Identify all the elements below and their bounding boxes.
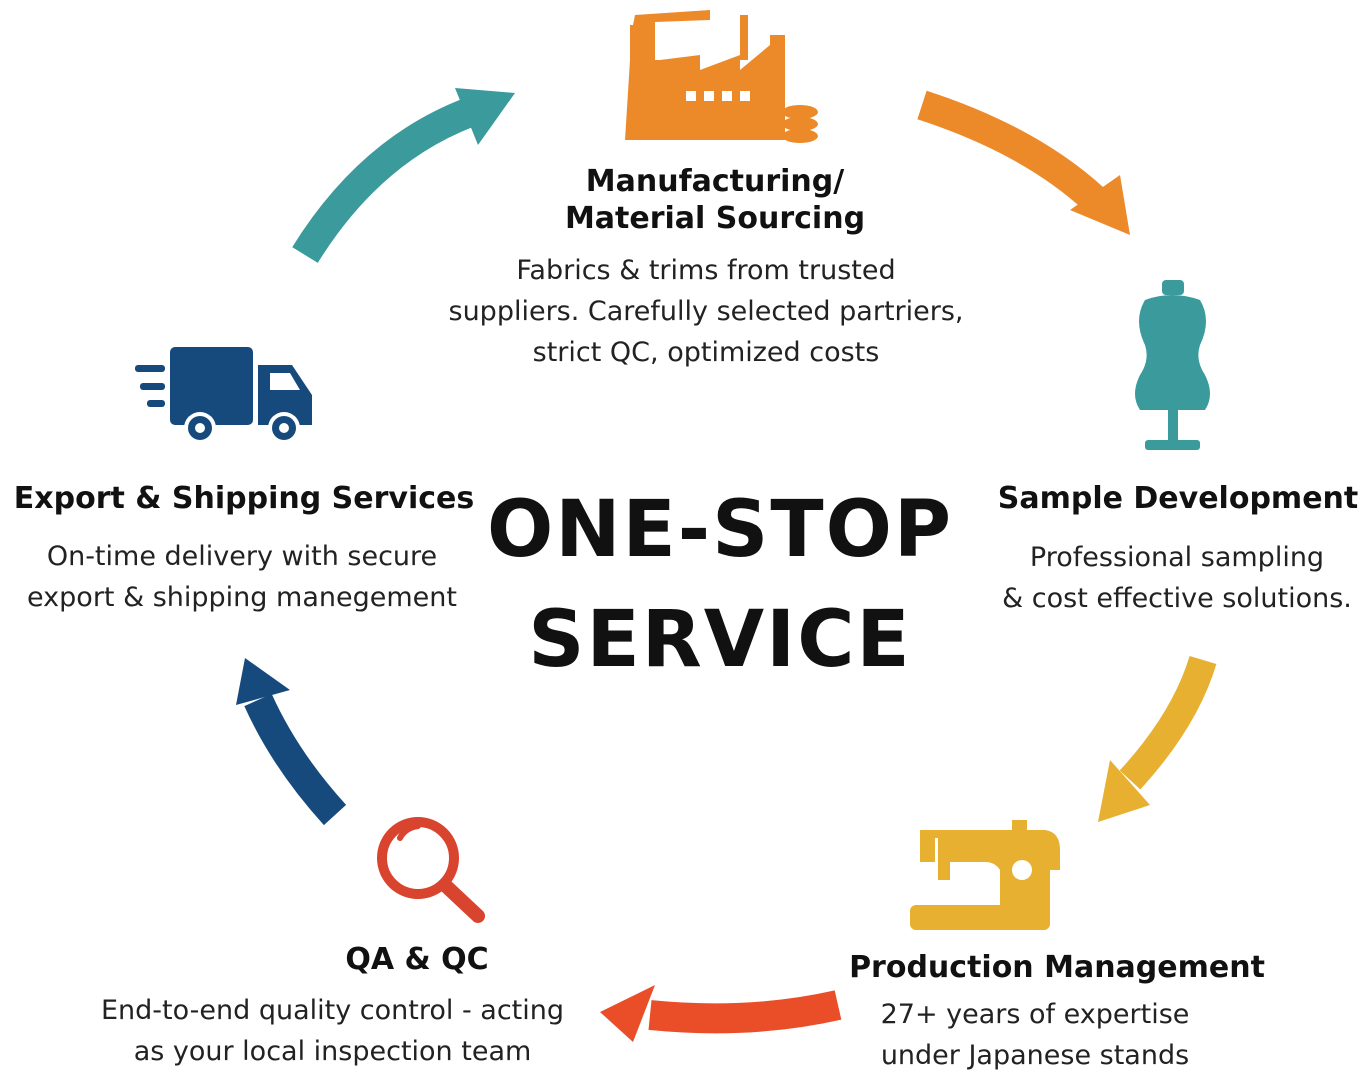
desc-line: On-time delivery with secure xyxy=(46,541,438,572)
arrow-red xyxy=(600,985,842,1042)
step-manufacturing-title: Manufacturing/ Material Sourcing xyxy=(515,163,915,237)
step-sample-title: Sample Development xyxy=(997,481,1359,516)
desc-line: under Japanese stands xyxy=(880,1040,1190,1071)
step-production-title: Production Management xyxy=(849,950,1265,985)
desc-line: export & shipping manegement xyxy=(27,582,457,613)
step-production-desc: 27+ years of expertise under Japanese st… xyxy=(835,994,1235,1076)
step-qa-desc: End-to-end quality control - acting as y… xyxy=(50,990,615,1072)
center-heading: ONE-STOP SERVICE xyxy=(480,475,960,695)
desc-line: 27+ years of expertise xyxy=(880,999,1190,1030)
title-line: Manufacturing/ xyxy=(585,164,845,199)
dress-form-icon xyxy=(1135,280,1210,450)
arrow-teal xyxy=(292,88,515,263)
desc-line: Professional sampling xyxy=(1029,542,1325,573)
step-qa-title: QA & QC xyxy=(345,942,489,977)
center-line-2: SERVICE xyxy=(528,595,912,685)
center-line-1: ONE-STOP xyxy=(486,485,954,575)
title-line: Material Sourcing xyxy=(564,201,866,236)
factory-icon xyxy=(625,10,818,143)
step-export-desc: On-time delivery with secure export & sh… xyxy=(0,536,484,618)
magnifier-icon xyxy=(377,817,485,923)
desc-line: as your local inspection team xyxy=(133,1036,532,1067)
arrow-orange xyxy=(917,90,1130,235)
step-export-title: Export & Shipping Services xyxy=(13,481,475,516)
truck-icon xyxy=(135,347,312,444)
arrow-yellow xyxy=(1098,655,1217,822)
desc-line: & cost effective solutions. xyxy=(1002,583,1352,614)
step-sample-desc: Professional sampling & cost effective s… xyxy=(985,537,1369,619)
arrow-navy xyxy=(236,658,347,826)
desc-line: suppliers. Carefully selected partriers, xyxy=(448,296,964,327)
desc-line: End-to-end quality control - acting xyxy=(100,995,565,1026)
sewing-machine-icon xyxy=(910,820,1060,930)
desc-line: Fabrics & trims from trusted xyxy=(516,255,896,286)
desc-line: strict QC, optimized costs xyxy=(532,337,880,368)
step-manufacturing-desc: Fabrics & trims from trusted suppliers. … xyxy=(406,250,1006,373)
